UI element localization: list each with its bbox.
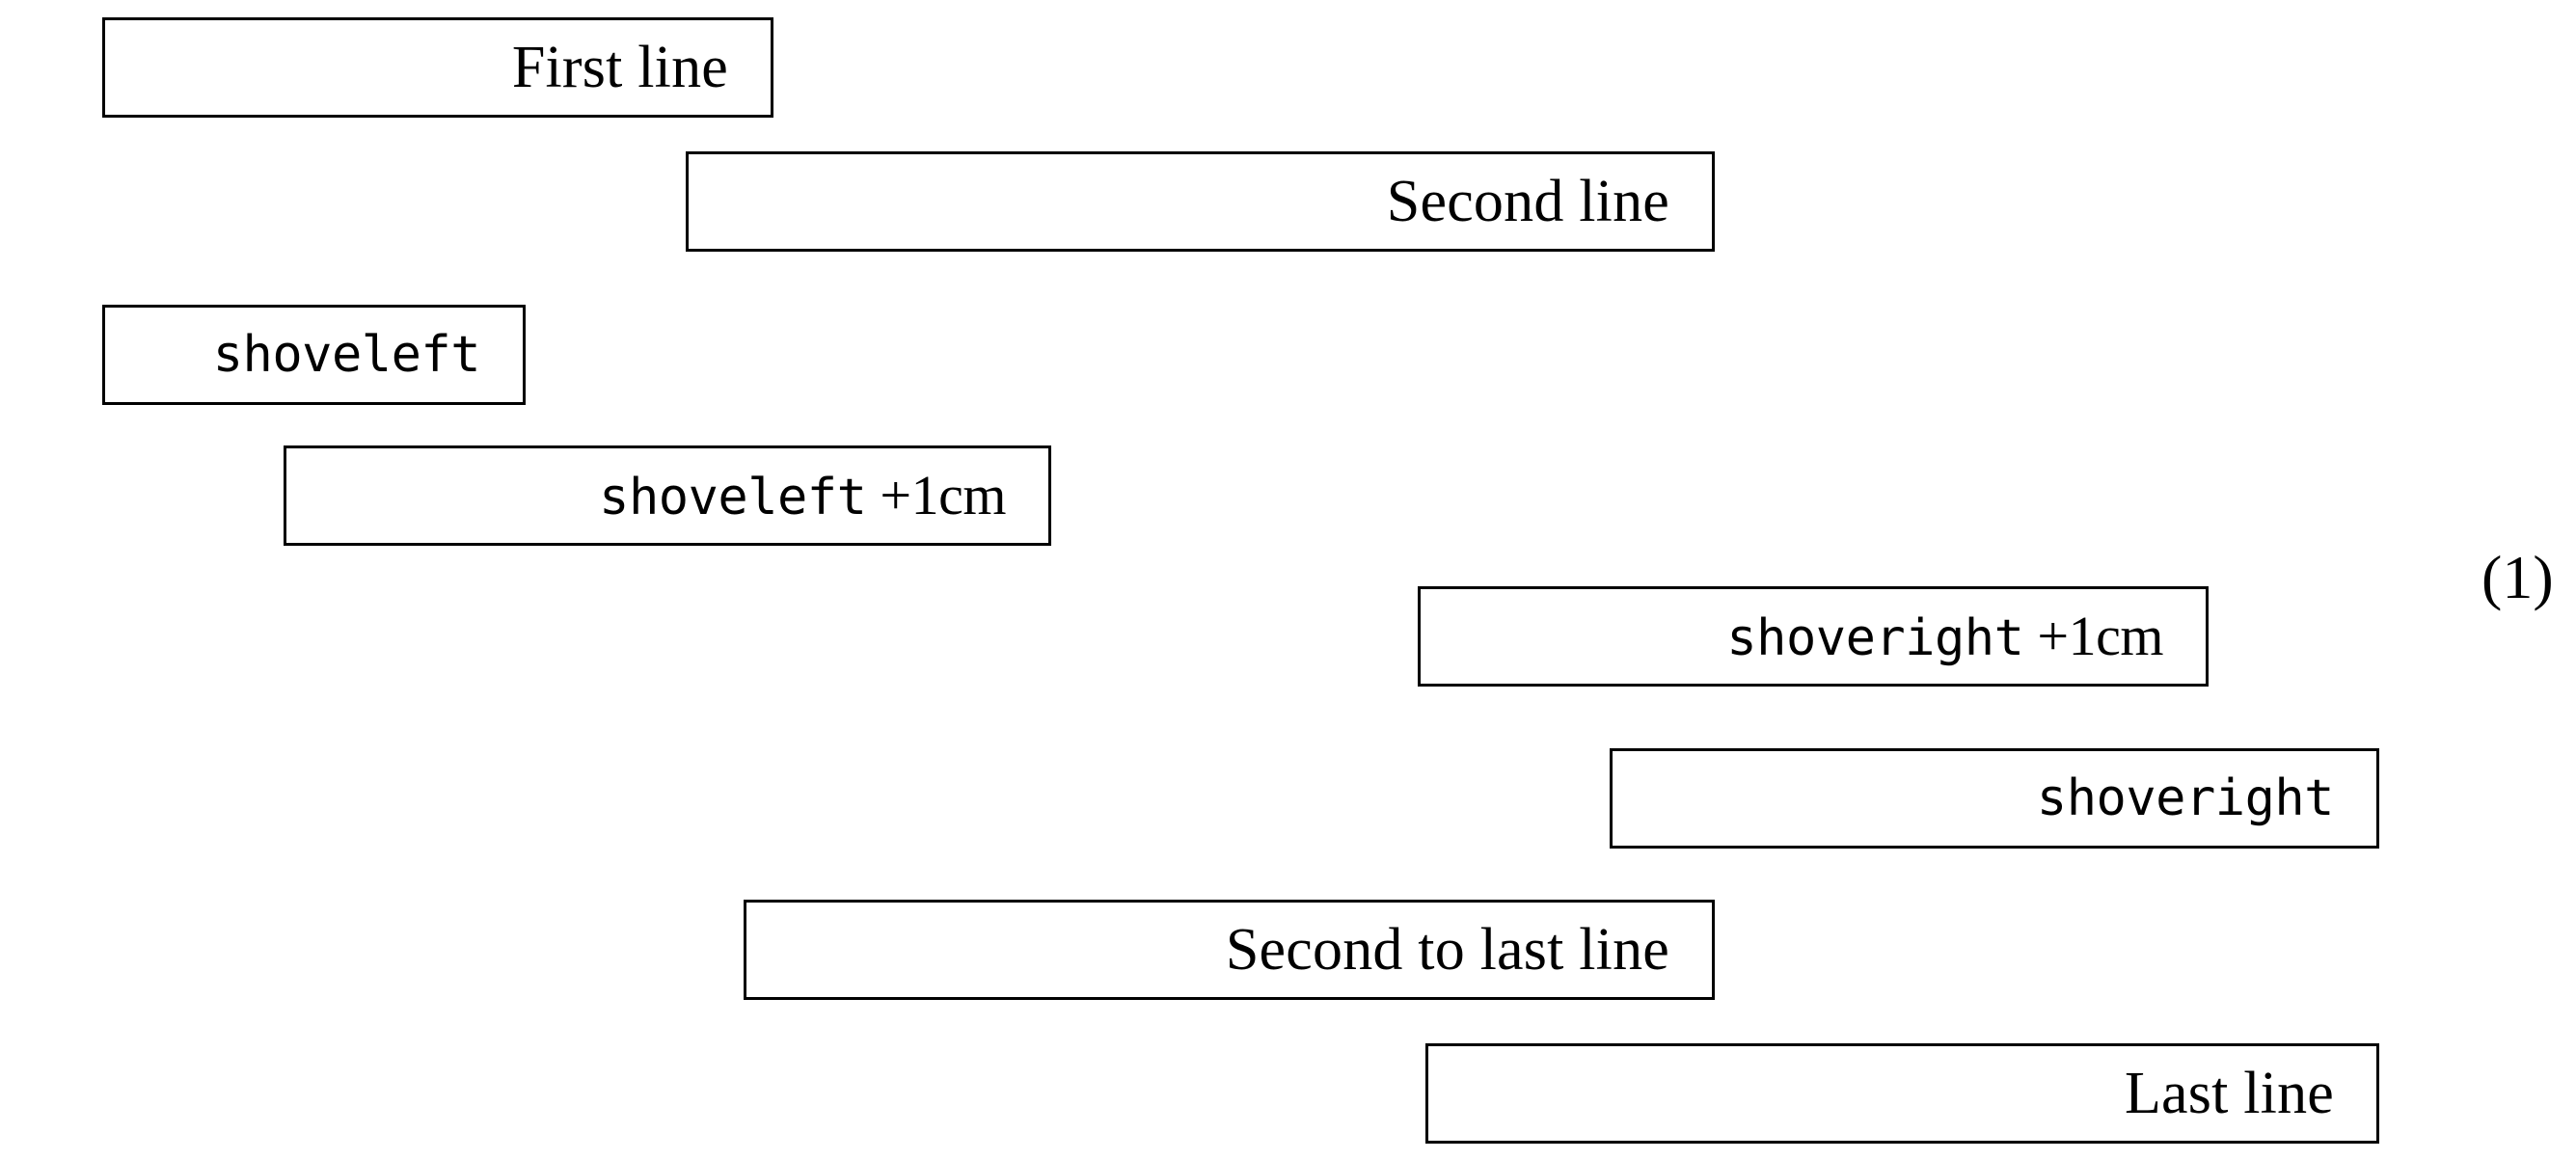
equation-number: (1) bbox=[2481, 543, 2554, 611]
framed-line-label-unit-part: +1cm bbox=[866, 464, 1006, 526]
framed-line-label-mono-part: shoveright bbox=[1726, 609, 2024, 667]
framed-line-shoveleft-plus-1cm: shoveleft +1cm bbox=[284, 445, 1051, 546]
framed-line-label: First line bbox=[511, 35, 728, 100]
framed-line-label: Second to last line bbox=[1225, 917, 1669, 983]
framed-line-shoveright-plus-1cm: shoveright +1cm bbox=[1418, 586, 2209, 687]
framed-line-shoveleft: shoveleft bbox=[102, 305, 526, 405]
framed-line-label: shoveleft bbox=[212, 326, 481, 384]
framed-line-shoveright: shoveright bbox=[1610, 748, 2379, 849]
framed-line-label: shoveright +1cm bbox=[1726, 608, 2206, 664]
framed-line-label: shoveright bbox=[2036, 769, 2335, 827]
framed-line-label-unit-part: +1cm bbox=[2023, 605, 2163, 667]
framed-line-label: Last line bbox=[2124, 1061, 2334, 1126]
framed-line-label: shoveleft +1cm bbox=[599, 468, 1048, 524]
framed-line-first-line: First line bbox=[102, 17, 773, 118]
framed-line-last-line: Last line bbox=[1425, 1043, 2379, 1144]
framed-line-second-line: Second line bbox=[686, 151, 1715, 252]
framed-line-label: Second line bbox=[1386, 169, 1669, 234]
framed-line-second-to-last-line: Second to last line bbox=[744, 900, 1715, 1000]
framed-line-label-mono-part: shoveleft bbox=[599, 469, 867, 526]
